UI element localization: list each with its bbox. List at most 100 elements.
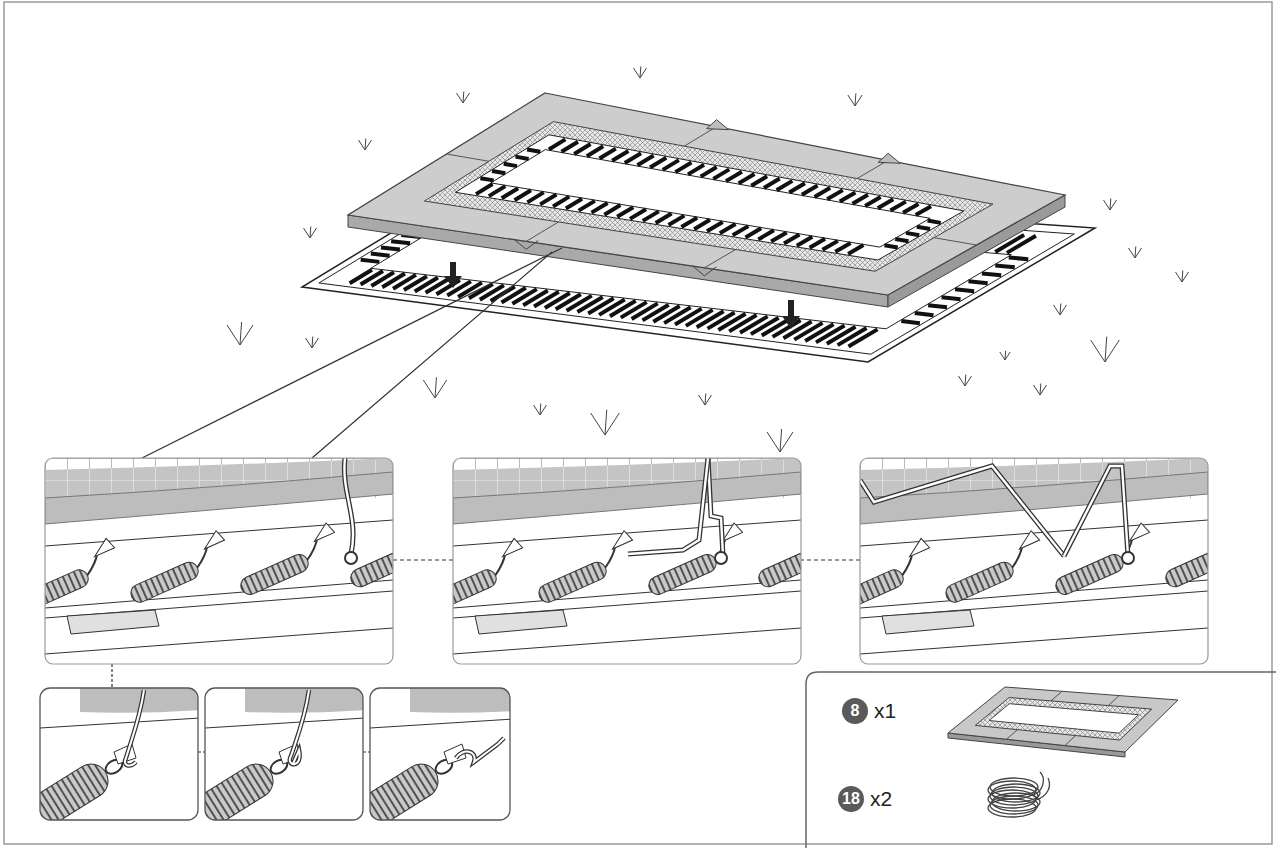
knot-detail bbox=[342, 688, 530, 840]
frame-pad bbox=[771, 232, 787, 241]
parts-box bbox=[1051, 691, 1062, 701]
quantity-label: x1 bbox=[874, 699, 896, 723]
frame-pad bbox=[777, 181, 793, 190]
frame-pad bbox=[684, 127, 716, 147]
knot-detail bbox=[456, 738, 504, 762]
knot-detail bbox=[125, 690, 144, 765]
frame-pad bbox=[515, 190, 531, 200]
callout-number: 18 bbox=[838, 786, 864, 812]
detail-panel bbox=[489, 553, 512, 575]
frame-pad bbox=[476, 184, 493, 194]
knot-detail bbox=[456, 738, 504, 762]
frame-pad bbox=[681, 218, 697, 227]
detail-panel bbox=[348, 544, 393, 590]
grass-tuft bbox=[848, 93, 862, 106]
frame-pad bbox=[745, 228, 761, 237]
frame-pad bbox=[650, 158, 666, 168]
detail-panel bbox=[191, 546, 214, 568]
grass-tuft bbox=[227, 322, 253, 345]
knot-detail bbox=[370, 758, 444, 820]
trampoline-frame bbox=[577, 297, 602, 312]
grass-tuft bbox=[1176, 271, 1189, 283]
quantity-label: x2 bbox=[870, 787, 892, 811]
callout-text: 8 bbox=[851, 703, 860, 719]
frame-pad bbox=[827, 190, 843, 199]
detail-panel bbox=[45, 472, 393, 524]
trampoline-frame bbox=[610, 301, 636, 316]
frame-pad bbox=[707, 120, 729, 130]
frame-pad bbox=[917, 227, 930, 229]
detail-panel bbox=[1006, 546, 1029, 568]
detail-panel bbox=[715, 552, 727, 564]
frame-pad bbox=[739, 174, 755, 183]
frame-pad bbox=[784, 235, 800, 244]
trampoline-frame bbox=[523, 290, 548, 305]
frame-pad bbox=[707, 222, 723, 231]
frame-pad bbox=[549, 139, 566, 149]
frame-pad bbox=[852, 195, 868, 204]
trampoline-frame bbox=[901, 321, 920, 323]
knot-detail bbox=[205, 718, 363, 728]
grass-tuft bbox=[457, 92, 470, 104]
grass-tuft bbox=[423, 377, 446, 398]
frame-pad bbox=[637, 156, 653, 166]
knot-detail bbox=[205, 688, 363, 820]
detail-panel bbox=[90, 537, 115, 557]
frame-pad bbox=[348, 93, 1065, 295]
frame-pad bbox=[514, 239, 538, 249]
detail-panel bbox=[301, 538, 324, 560]
frame-pad bbox=[502, 188, 518, 198]
trampoline-frame bbox=[599, 300, 625, 315]
frame-pad bbox=[566, 199, 582, 209]
knot-detail bbox=[370, 688, 510, 820]
frame-pad bbox=[625, 153, 641, 163]
parts-box bbox=[975, 698, 1152, 741]
page-border bbox=[4, 2, 1272, 844]
frame-pad bbox=[562, 142, 578, 152]
knot-detail bbox=[40, 718, 198, 728]
detail-panel bbox=[11, 458, 1269, 664]
parts-box bbox=[1065, 736, 1076, 746]
detail-panel bbox=[231, 521, 344, 597]
trampoline-frame bbox=[1009, 258, 1029, 260]
trampoline-frame bbox=[955, 289, 974, 291]
detail-panel bbox=[345, 552, 357, 564]
frame-pad bbox=[797, 237, 812, 246]
grass-tuft bbox=[1129, 247, 1142, 259]
rope-coil bbox=[990, 778, 1038, 796]
frame-pad bbox=[579, 201, 595, 211]
trampoline-frame bbox=[512, 289, 536, 304]
frame-pad bbox=[489, 186, 505, 196]
trampoline-frame bbox=[632, 303, 658, 319]
frame-pad bbox=[592, 203, 608, 213]
grass-tuft bbox=[1091, 337, 1120, 362]
detail-panel bbox=[45, 458, 393, 664]
detail-panel bbox=[128, 559, 201, 605]
detail-panel bbox=[310, 521, 335, 541]
frame-pad bbox=[604, 205, 620, 215]
detail-panel bbox=[1064, 466, 1128, 556]
trampoline-frame bbox=[588, 298, 614, 313]
frame-pad bbox=[617, 207, 633, 217]
detail-panel bbox=[453, 458, 801, 664]
detail-panel bbox=[860, 458, 1208, 664]
frame-pad bbox=[802, 185, 818, 194]
down-arrow bbox=[782, 300, 800, 329]
knot-detail bbox=[177, 688, 365, 840]
knot-detail bbox=[12, 688, 200, 840]
frame-pad bbox=[643, 211, 659, 221]
frame-pad bbox=[599, 149, 615, 159]
rope-coil bbox=[988, 772, 1050, 817]
leader-line bbox=[142, 248, 562, 458]
frame-pad bbox=[504, 164, 517, 166]
frame-pad bbox=[733, 226, 749, 235]
detail-panel bbox=[11, 458, 454, 664]
detail-panel bbox=[708, 458, 723, 556]
detail-panel bbox=[45, 458, 393, 664]
frame-pad bbox=[822, 241, 837, 250]
frame-pad bbox=[758, 230, 774, 239]
detail-panel bbox=[45, 567, 91, 613]
detail-panel bbox=[498, 537, 523, 557]
frame-pad bbox=[527, 192, 543, 202]
trampoline-frame bbox=[501, 288, 525, 303]
